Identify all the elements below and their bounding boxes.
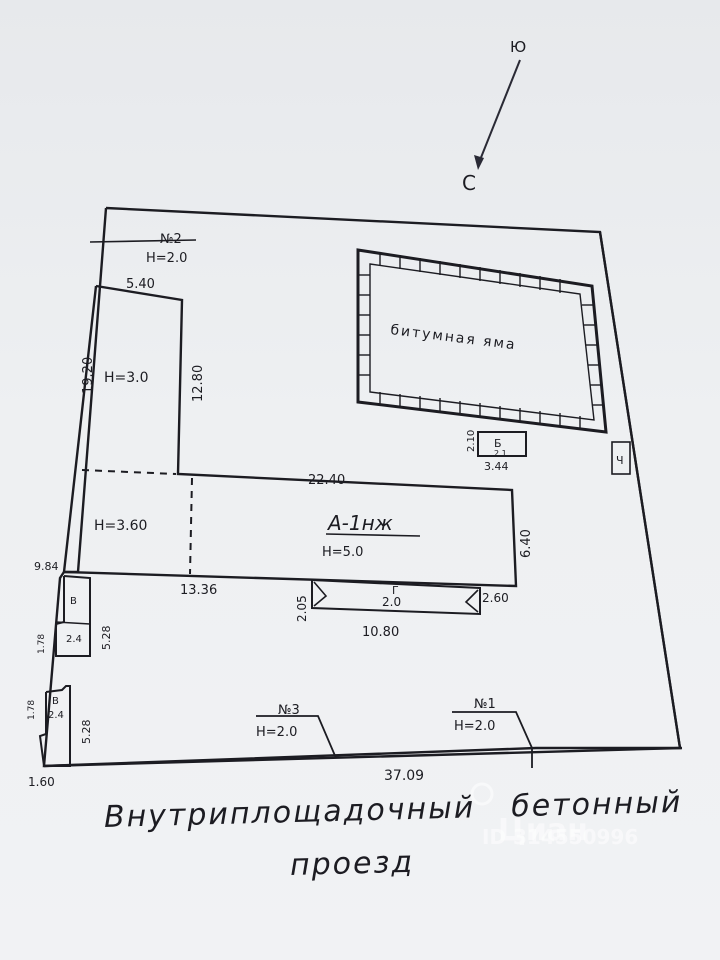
dim-left-annex2-h: 1.78 bbox=[27, 700, 37, 720]
dim-bottom-length: 37.09 bbox=[384, 768, 424, 784]
dim-left-annex1-h: 1.78 bbox=[37, 634, 47, 654]
compass: Ю С bbox=[462, 38, 526, 195]
dim-annex-g-depth: 2.05 bbox=[295, 595, 309, 622]
watermark-brand: Циан bbox=[498, 813, 588, 848]
bitumen-pit-label: битумная яма bbox=[390, 322, 518, 353]
main-building-height: Н=5.0 bbox=[322, 545, 363, 560]
fence-2-height: Н=2.0 bbox=[146, 251, 187, 266]
dim-annex-b-w: 3.44 bbox=[484, 460, 509, 473]
compass-south-label: Ю bbox=[510, 38, 526, 56]
left-annex-lower: В 2.4 5.28 1.78 bbox=[27, 685, 93, 767]
fence-1-height: Н=2.0 bbox=[454, 719, 495, 734]
bitumen-pit: битумная яма bbox=[356, 248, 608, 434]
caption-word-2: бетонный bbox=[510, 784, 683, 825]
dim-wing-depth: 12.80 bbox=[191, 365, 206, 402]
wing-upper-height: Н=3.0 bbox=[104, 370, 149, 386]
fence-3-label: №3 bbox=[278, 703, 300, 718]
annex-b-label: Б bbox=[494, 437, 502, 450]
dim-bottom-corner: 1.60 bbox=[28, 775, 55, 789]
annex-b-sub: 2.1 bbox=[494, 449, 507, 458]
annex-v-upper-label: В bbox=[70, 596, 77, 607]
small-structure-right bbox=[611, 441, 631, 475]
fence-1-label: №1 bbox=[474, 697, 496, 712]
watermark-id: ID 314550996 bbox=[482, 825, 638, 849]
annex-v-lower-label: В bbox=[52, 696, 59, 707]
dim-left-side: 19.20 bbox=[81, 357, 96, 394]
dim-annex-g-len: 10.80 bbox=[362, 625, 399, 640]
small-structure-right-label: Ч bbox=[616, 454, 624, 467]
dim-left-annex1-len: 5.28 bbox=[100, 626, 113, 651]
annex-v-upper-value: 2.4 bbox=[66, 634, 82, 645]
dim-left-annex2-len: 5.28 bbox=[80, 720, 93, 745]
dim-main-length: 22.40 bbox=[308, 473, 345, 488]
main-building-outline bbox=[62, 284, 518, 588]
watermark: Циан ID 314550996 bbox=[470, 782, 638, 849]
compass-north-label: С bbox=[462, 171, 476, 195]
annex-g bbox=[311, 578, 481, 616]
fence-1: №1 Н=2.0 bbox=[452, 697, 533, 768]
annex-v-lower-value: 2.4 bbox=[48, 710, 64, 721]
wing-lower-height: Н=3.60 bbox=[94, 518, 147, 534]
dim-top-wing-width: 5.40 bbox=[126, 277, 155, 292]
dim-lower-left: 13.36 bbox=[180, 583, 217, 598]
dim-annex-b-h: 2.10 bbox=[466, 430, 477, 452]
annex-g-label: Г bbox=[392, 584, 399, 597]
left-annex-upper: В 2.4 5.28 1.78 bbox=[37, 575, 113, 657]
dim-main-right: 6.40 bbox=[519, 529, 534, 558]
dim-annex-g-right: 2.60 bbox=[482, 591, 509, 605]
dim-left-step: 9.84 bbox=[34, 560, 59, 573]
main-building-label: А-1нж bbox=[326, 511, 393, 535]
fence-2-label: №2 bbox=[160, 232, 182, 247]
annex-b bbox=[477, 431, 527, 457]
fence-3: №3 Н=2.0 bbox=[256, 703, 337, 759]
annex-g-value: 2.0 bbox=[382, 595, 401, 609]
fence-3-height: Н=2.0 bbox=[256, 725, 297, 740]
